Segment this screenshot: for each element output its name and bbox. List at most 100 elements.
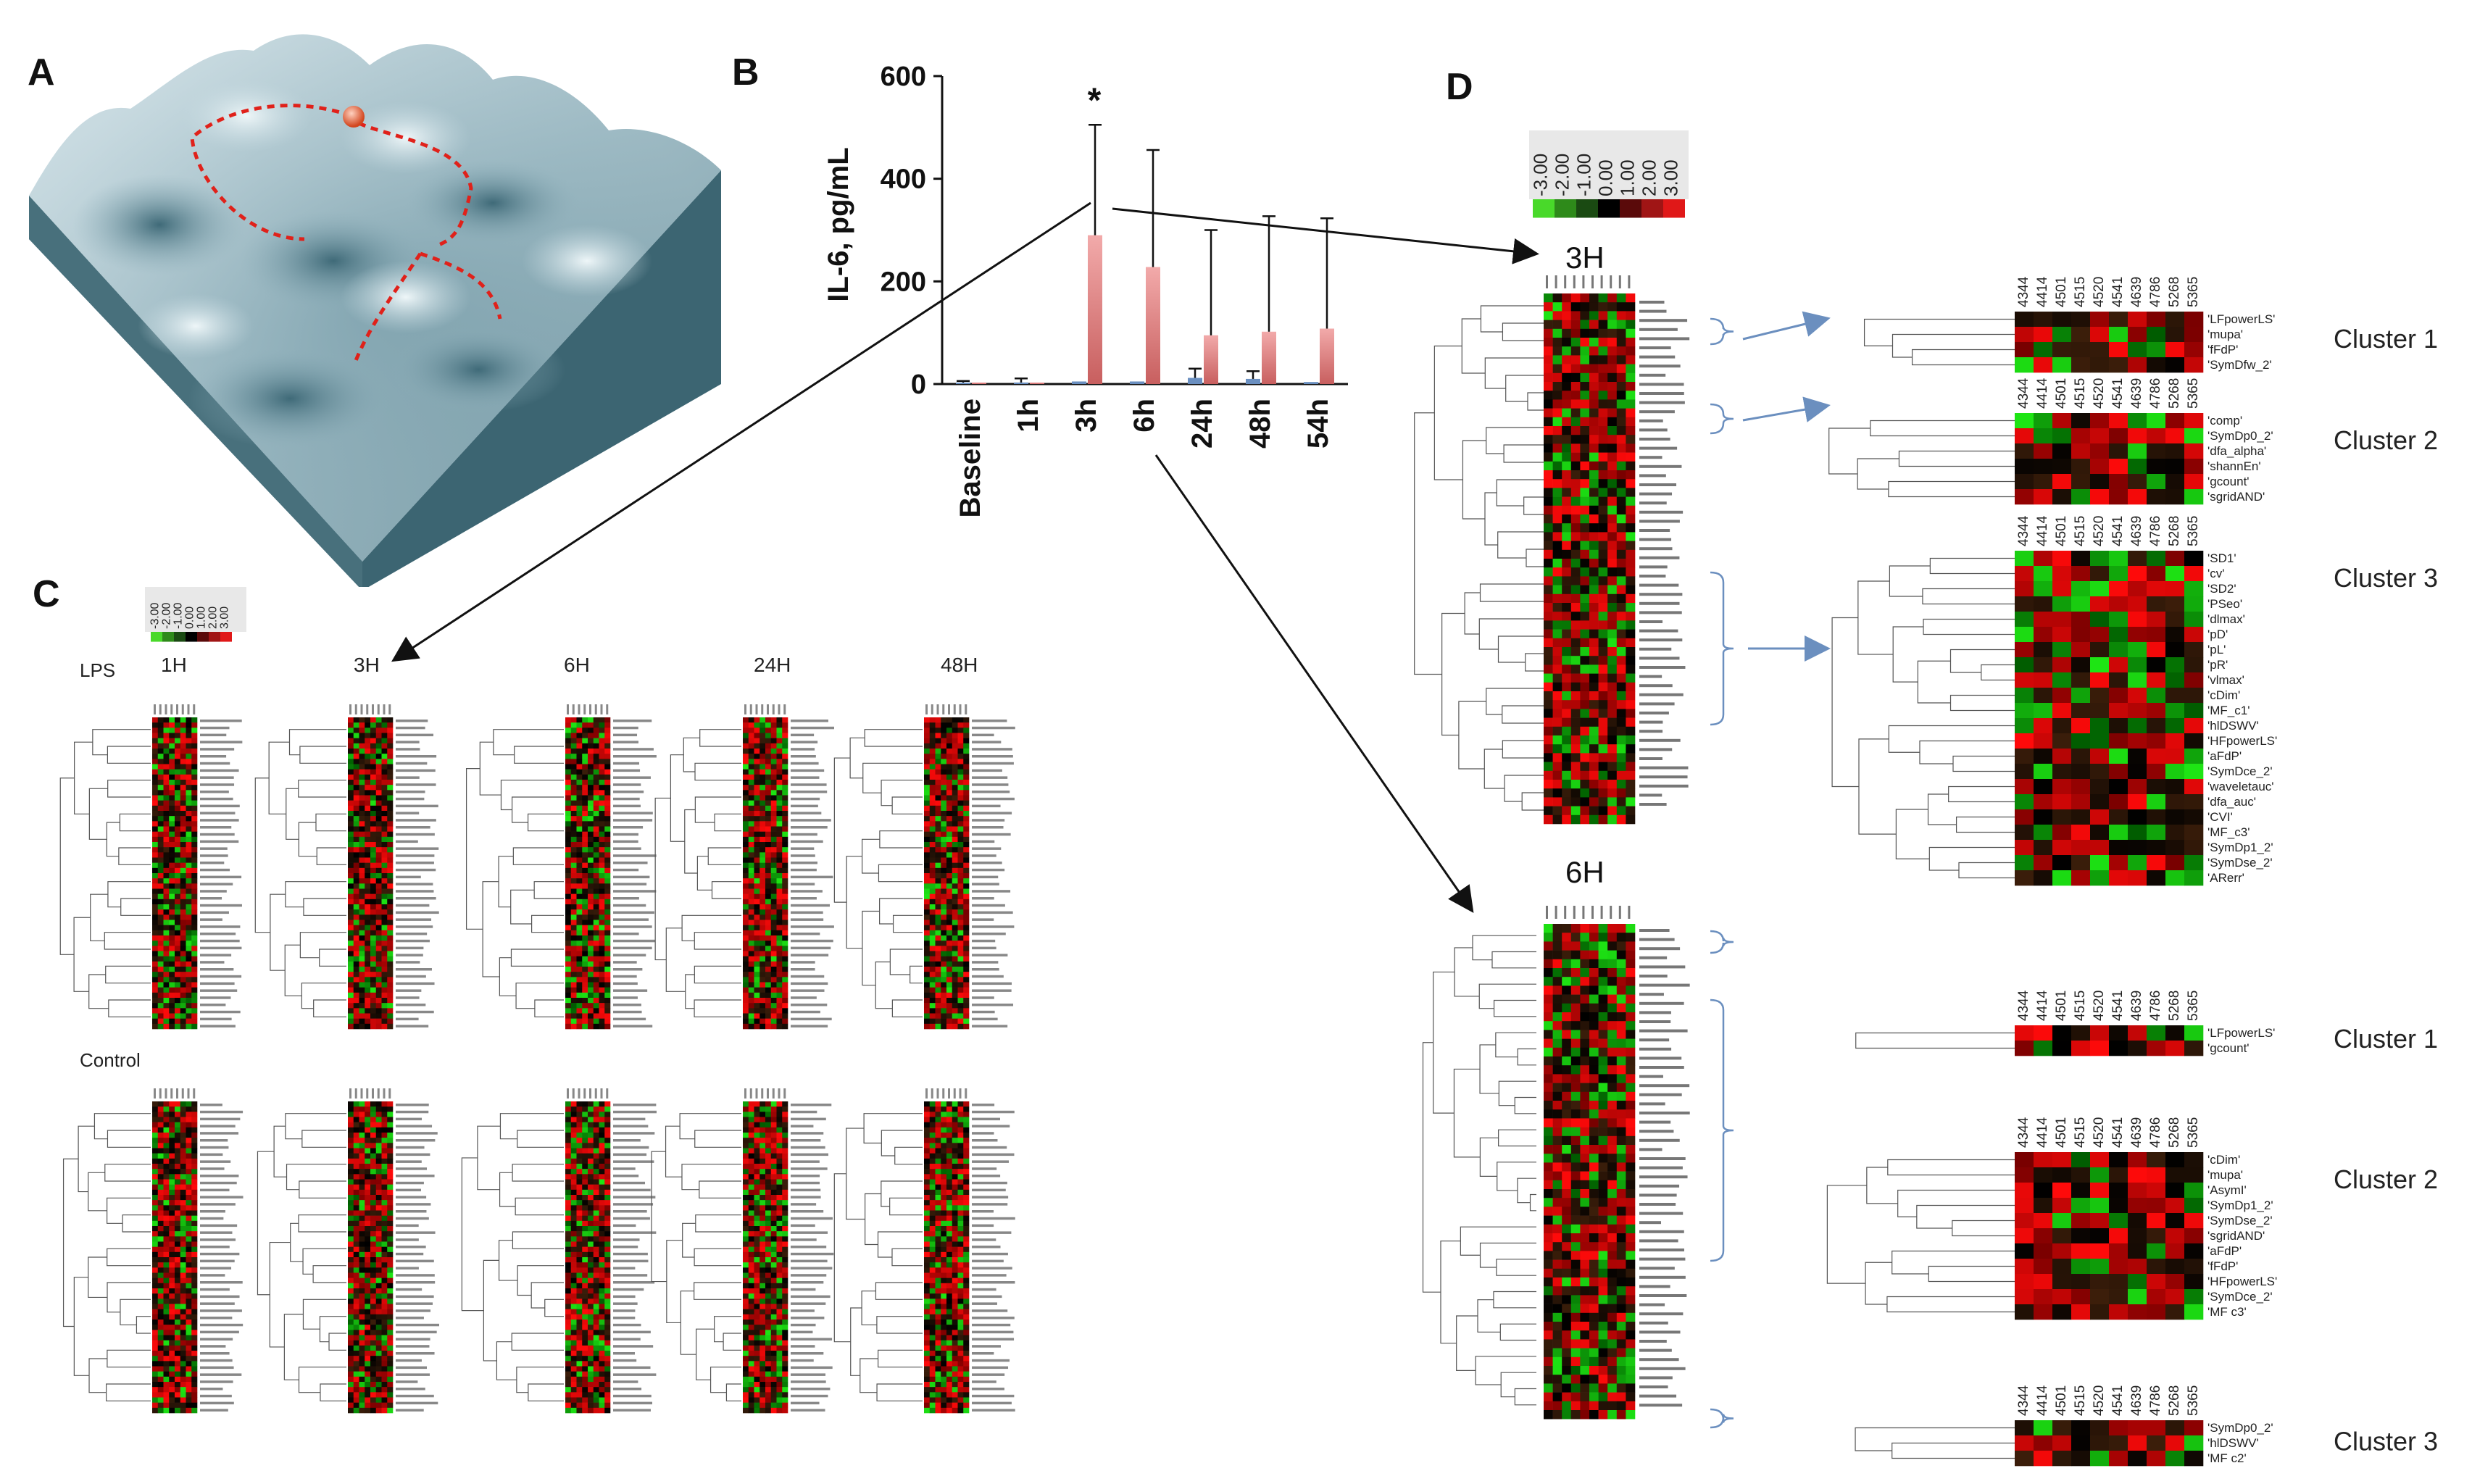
heatmap-cell	[359, 888, 365, 894]
row-label-text	[791, 854, 815, 857]
heatmap-cell	[353, 992, 359, 999]
heatmap-cell	[952, 795, 958, 801]
dendrogram-branch	[694, 965, 741, 984]
heatmap-cell	[169, 780, 175, 785]
heatmap-cell	[152, 1205, 159, 1211]
heatmap-cell	[365, 1008, 371, 1014]
heatmap-cell	[743, 754, 749, 759]
heatmap-cell	[169, 1267, 175, 1273]
heatmap-cell	[782, 1158, 788, 1164]
row-label-text	[396, 897, 436, 900]
heatmap-cell	[163, 1345, 170, 1351]
row-label-text	[613, 1317, 636, 1320]
heatmap-cell	[593, 811, 599, 817]
row-label-text	[200, 1175, 239, 1177]
heatmap-cell	[180, 722, 186, 728]
dendrogram-branch	[694, 762, 741, 781]
heatmap-cell	[375, 1330, 382, 1335]
heatmap-cell	[186, 1164, 192, 1170]
heatmap-cell	[941, 1023, 947, 1030]
dendrogram-branch	[107, 1130, 151, 1148]
heatmap-cell	[191, 1382, 198, 1388]
heatmap-cell	[152, 1226, 159, 1232]
heatmap-cell	[186, 1277, 192, 1284]
heatmap-cell	[599, 1122, 605, 1128]
row-label-text	[972, 797, 1015, 801]
heatmap-cell	[565, 1003, 572, 1009]
heatmap-cell	[776, 909, 783, 915]
column-label-text	[372, 704, 374, 714]
heatmap-cell	[186, 821, 192, 827]
heatmap-cell	[570, 1345, 577, 1351]
heatmap-cell	[946, 967, 953, 972]
heatmap-cell	[169, 1272, 175, 1278]
heatmap-cell	[163, 1174, 170, 1180]
heatmap-cell	[754, 1200, 760, 1206]
heatmap-cell	[765, 1376, 772, 1383]
heatmap-cell	[599, 1101, 605, 1107]
heatmap-cell	[935, 1023, 941, 1030]
heatmap-cell	[935, 941, 941, 946]
heatmap-cell	[599, 1298, 605, 1304]
heatmap-cell	[754, 1320, 760, 1325]
heatmap-cell	[604, 795, 611, 801]
row-label-text	[972, 791, 1010, 793]
heatmap-cell	[765, 847, 772, 853]
heatmap-cell	[946, 836, 953, 843]
heatmap-cell	[754, 893, 760, 900]
dendrogram-branch	[910, 965, 923, 984]
heatmap-cell	[941, 914, 947, 920]
heatmap-cell	[582, 1236, 588, 1242]
heatmap-cell	[152, 790, 159, 796]
heatmap-cell	[582, 1164, 588, 1170]
heatmap-cell	[180, 967, 186, 972]
heatmap-cell	[582, 1179, 588, 1185]
heatmap-cell	[353, 1174, 359, 1180]
colorbar-label: -2.00	[160, 602, 172, 629]
heatmap-cell	[381, 1106, 388, 1112]
heatmap-cell	[743, 722, 749, 728]
heatmap-cell	[186, 1325, 192, 1330]
heatmap-cell	[935, 754, 941, 759]
heatmap-cell	[565, 717, 572, 723]
heatmap-cell	[365, 1376, 371, 1383]
column-label-text	[360, 1088, 363, 1099]
heatmap-cell	[570, 1320, 577, 1325]
heatmap-cell	[924, 977, 931, 983]
heatmap-cell	[157, 893, 164, 900]
dendrogram-branch	[651, 1151, 667, 1283]
heatmap-cell	[365, 754, 371, 759]
heatmap-cell	[353, 1267, 359, 1273]
heatmap-cell	[375, 987, 382, 993]
heatmap-cell	[191, 1101, 198, 1107]
bar	[1072, 381, 1086, 384]
heatmap-cell	[776, 1200, 783, 1206]
heatmap-cell	[348, 1138, 354, 1143]
dendrogram-branch	[92, 729, 151, 756]
dendrogram-branch	[493, 729, 564, 756]
bar	[1304, 382, 1318, 384]
heatmap-cell	[381, 1376, 388, 1383]
heatmap-cell	[365, 920, 371, 925]
heatmap-cell	[365, 1397, 371, 1403]
heatmap-cell	[782, 805, 788, 812]
row-label-text	[613, 1246, 638, 1249]
heatmap-cell	[191, 1179, 198, 1185]
heatmap-cell	[191, 1335, 198, 1341]
heatmap-cell	[175, 982, 181, 988]
heatmap-cell	[348, 821, 354, 827]
heatmap-cell	[180, 1143, 186, 1149]
heatmap-cell	[381, 893, 388, 900]
heatmap-cell	[588, 1288, 594, 1294]
heatmap-cell	[152, 961, 159, 967]
heatmap-cell	[565, 888, 572, 894]
heatmap-cell	[588, 1351, 594, 1356]
row-label-text	[200, 748, 235, 751]
heatmap-cell	[359, 1376, 365, 1383]
heatmap-cell	[191, 1189, 198, 1196]
heatmap-cell	[599, 743, 605, 749]
heatmap-cell	[935, 951, 941, 956]
heatmap-cell	[370, 1164, 377, 1170]
heatmap-cell	[604, 873, 611, 879]
colorbar-label: -1.00	[172, 602, 184, 629]
